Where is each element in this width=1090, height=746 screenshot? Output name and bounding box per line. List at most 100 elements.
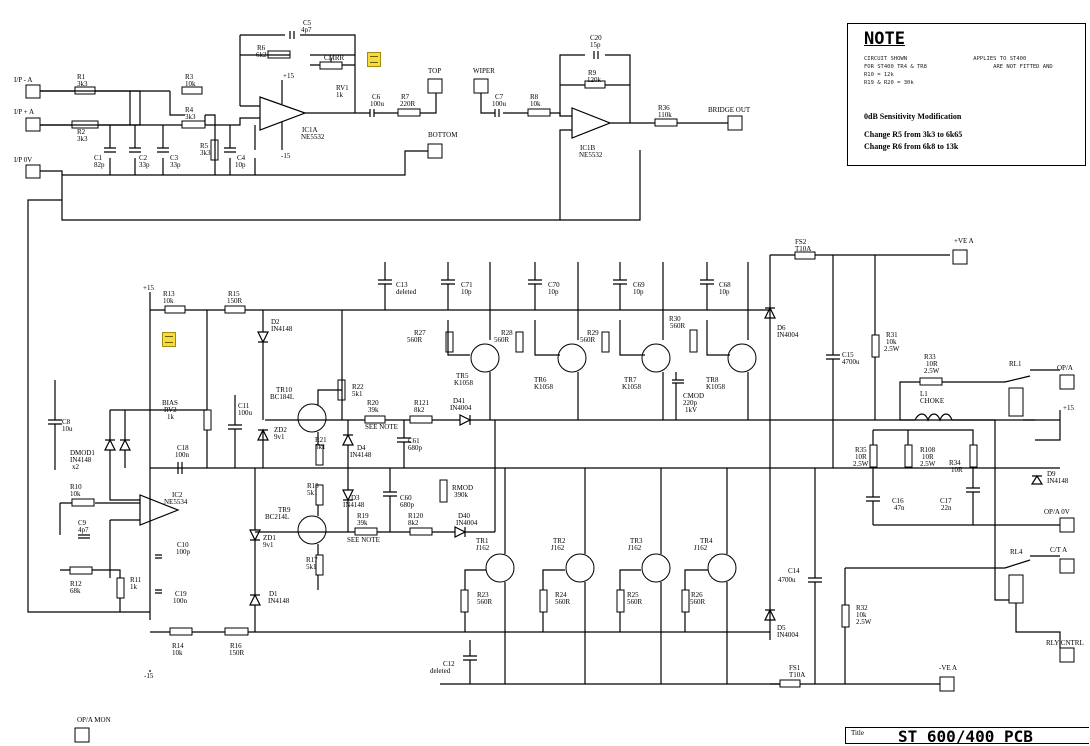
resistor-r1 [74, 86, 96, 95]
resistor-r8 [527, 108, 551, 117]
count-dmod1: x2 [72, 463, 80, 471]
port-ip-0v[interactable] [25, 164, 41, 179]
port-minus-ve-a[interactable] [939, 676, 955, 692]
resistor-r11 [116, 577, 125, 599]
label-r29: R29 [587, 329, 599, 337]
label-bias: BIAS [162, 399, 178, 407]
port-bridge-out[interactable] [727, 115, 743, 131]
value-c19: 100n [173, 597, 188, 605]
capacitor-c9 [78, 534, 90, 539]
value-c3: 33p [170, 161, 181, 169]
label-c61: C61 [408, 437, 420, 445]
capacitor-c2 [129, 147, 141, 153]
label-cmod: CMOD [683, 392, 704, 400]
diodes-dmod1 [104, 438, 131, 451]
label-r13: R13 [163, 290, 175, 298]
port-rly-cntrl[interactable] [1059, 647, 1075, 663]
label-r11: R11 [130, 576, 142, 584]
value-zd2: 9v1 [274, 433, 285, 441]
label-r4: R4 [185, 106, 194, 114]
resistor-rmod [439, 479, 448, 503]
value-r1: 3k3 [77, 80, 88, 88]
capacitor-c7 [494, 109, 500, 117]
capacitor-c10 [155, 554, 162, 559]
label-ip-0v: I/P 0V [14, 156, 32, 164]
resistor-r3 [181, 86, 203, 95]
capacitor-c60 [383, 468, 397, 532]
label-c69: C69 [633, 281, 645, 289]
value-fs2: T10A [795, 245, 811, 253]
port-ip-plus-a[interactable] [25, 117, 41, 132]
label-wiper: WIPER [473, 67, 495, 75]
rating-r33: 2.5W [924, 367, 940, 375]
value-c8: 10u [62, 425, 73, 433]
label-tr8: TR8 [706, 376, 719, 384]
zener-zd2 [257, 428, 269, 441]
label-l1: L1 [920, 390, 928, 398]
resistor-r121 [409, 415, 433, 424]
port-op-a[interactable] [1059, 374, 1075, 390]
type-ic1a: NE5532 [301, 133, 325, 141]
value-c7: 100u [492, 100, 507, 108]
label-c15: C15 [842, 351, 854, 359]
value-r10: 10k [70, 490, 81, 498]
label-rl4: RL4 [1010, 548, 1023, 556]
label-tr9: TR9 [278, 506, 291, 514]
note-annotation-icon[interactable] [162, 332, 176, 347]
note-line: CIRCUIT SHOWN APPLIES TO ST400 [864, 56, 1027, 62]
label-r108: R108 [920, 446, 936, 454]
mosfet-tr7 [641, 343, 671, 373]
value-d41: IN4004 [450, 404, 472, 412]
port-ip-minus-a[interactable] [25, 84, 41, 99]
resistor-r120 [409, 527, 433, 536]
value-tr5: K1058 [454, 379, 474, 387]
label-c8: C8 [62, 418, 71, 426]
label-c3: C3 [170, 154, 179, 162]
port-wiper[interactable] [473, 78, 489, 94]
value-r8: 10k [530, 100, 541, 108]
label-op-a-0v: OP/A 0V [1044, 508, 1070, 516]
note-line: FOR ST400 TR4 & TR8 ARE NOT FITTED AND [864, 64, 1053, 70]
resistor-r21 [315, 444, 324, 466]
label-c60: C60 [400, 494, 412, 502]
port-ct-a[interactable] [1059, 558, 1075, 574]
mosfet-tr4 [707, 553, 737, 583]
note-annotation-icon[interactable] [367, 52, 381, 67]
port-bottom[interactable] [427, 143, 443, 159]
value-cmod: 220p [683, 399, 698, 407]
port-op-a-mon[interactable] [74, 727, 90, 743]
value-rmod: 390k [454, 491, 469, 499]
rating-r35: 2.5W [853, 460, 869, 468]
capacitor-c5 [289, 31, 295, 39]
label-op-a-mon: OP/A MON [77, 716, 111, 724]
value-tr6: K1058 [534, 383, 554, 391]
label-d41: D41 [453, 397, 466, 405]
diode-d1 [249, 593, 261, 606]
label-r33: R33 [924, 353, 936, 361]
label-rail-minus15: -15 [144, 672, 154, 680]
label-d6: D6 [777, 324, 786, 332]
label-tr10: TR10 [276, 386, 292, 394]
port-top[interactable] [427, 78, 443, 94]
rating-cmod: 1kV [685, 406, 697, 414]
port-plus-ve-a[interactable] [952, 249, 968, 265]
port-op-a-0v[interactable] [1059, 517, 1075, 533]
note-mod-title: 0dB Sensitivity Modification [864, 112, 962, 121]
capacitor-c1 [104, 147, 116, 153]
resistor-r25 [616, 589, 625, 613]
resistor-r27 [445, 331, 454, 353]
label-rl1: RL1 [1009, 360, 1022, 368]
label-tr6: TR6 [534, 376, 547, 384]
fuse-fs1 [779, 679, 801, 688]
potentiometer-rv2 [203, 409, 212, 431]
note-mod-line: Change R5 from 3k3 to 6k65 [864, 130, 963, 139]
input-stage [25, 31, 743, 613]
label-r12: R12 [70, 580, 82, 588]
title-block: Title ST 600/400 PCB [845, 727, 1089, 746]
label-c68: C68 [719, 281, 731, 289]
value-r2: 3k3 [77, 135, 88, 143]
label-r32: R32 [856, 604, 868, 612]
label-d5: D5 [777, 624, 786, 632]
label-top: TOP [428, 67, 441, 75]
